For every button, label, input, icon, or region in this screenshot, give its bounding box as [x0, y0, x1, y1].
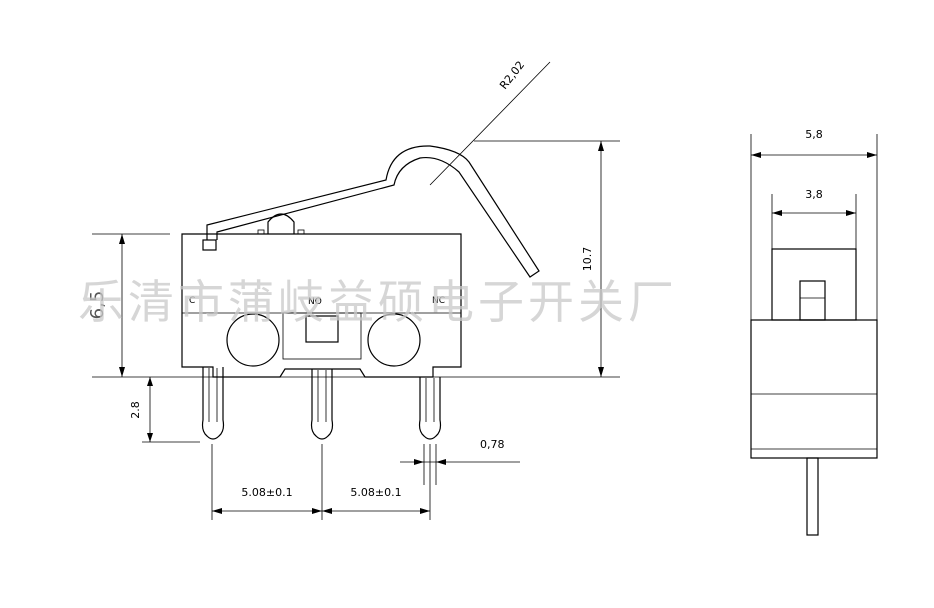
lever-arm: [206, 145, 540, 278]
pin-label-c: C: [189, 296, 195, 306]
watermark: 乐清市蒲岐益硕电子开关厂: [78, 275, 678, 329]
stud-left: [257, 229, 265, 235]
side-view: 5,8 3,8: [750, 128, 878, 536]
pin-no: [310, 369, 334, 440]
dim-pitch-left: 5.08±0.1: [241, 486, 292, 499]
dim-pin-width: 0,78: [480, 438, 505, 451]
dim-side-inner: 3,8: [805, 188, 823, 201]
pin-label-no: NO: [308, 297, 322, 307]
side-body: [750, 319, 878, 459]
dim-total-height: 10.7: [581, 247, 594, 272]
front-view: C NO NC: [181, 145, 540, 440]
dim-pitch-right: 5.08±0.1: [350, 486, 401, 499]
radius-leader: [429, 61, 551, 186]
mounting-hole-left: [226, 313, 280, 367]
side-lever: [799, 280, 826, 321]
switch-body: [181, 233, 462, 378]
dim-body-height: 6,5: [87, 291, 108, 320]
dim-pin-length: 2.8: [129, 401, 142, 419]
plunger-window: [305, 315, 339, 343]
pin-nc: [418, 377, 442, 440]
side-pin: [806, 457, 819, 536]
mounting-hole-right: [367, 313, 421, 367]
lever-pivot: [202, 239, 217, 251]
front-dimensions: 6,5 10.7 2.8 5.08±0.1 5.08±0.1 0,78 R2,0…: [87, 59, 620, 520]
actuator-button: [267, 213, 295, 234]
side-actuator: [771, 248, 857, 321]
dim-radius: R2,02: [497, 59, 527, 92]
stud-right: [297, 229, 305, 235]
plunger-housing: [282, 312, 362, 360]
pin-label-nc: NC: [432, 296, 445, 306]
pin-c: [201, 367, 225, 440]
dim-side-width: 5,8: [805, 128, 823, 141]
